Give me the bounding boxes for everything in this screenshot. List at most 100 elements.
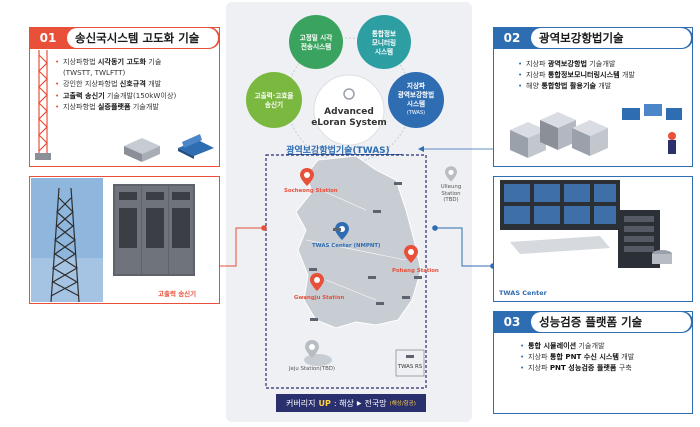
petal-precise-time: 고정밀 시각 전송시스템 — [289, 15, 343, 69]
twas-center-photo — [500, 180, 672, 268]
bullet-bold: 시각동기 고도화 — [97, 57, 147, 66]
korea-map — [265, 154, 427, 389]
section-number: 03 — [503, 315, 521, 329]
ulleung-label: Station — [441, 190, 461, 197]
bullet-text: 지상파 — [526, 70, 548, 80]
bullet-bold: 고출력 송신기 — [63, 90, 105, 100]
eloran-system-diagram: 고정밀 시각 전송시스템 통합정보 모니터링 시스템 지상파 광역보강항법 시스… — [246, 15, 444, 162]
station-socheong: Socheong Station — [284, 188, 338, 194]
petal-label: 고출력·고효율 — [255, 91, 294, 100]
bullet-text: 지상파항법 — [63, 101, 98, 111]
petal-label: 전송시스템 — [301, 42, 331, 51]
section-number: 02 — [503, 31, 521, 45]
coverage-up: UP — [318, 398, 331, 408]
bullet-bold: 신호규격 — [119, 79, 146, 89]
photo-caption-transmitter: 고출력 송신기 — [158, 290, 197, 298]
bullet-item: •고출력 송신기 기술개발(150kW이상) — [55, 90, 177, 100]
bullet-text: 구축 — [616, 363, 632, 373]
bullet-item: •지상파 PNT 성능검증 플랫폼 구축 — [520, 363, 632, 373]
ulleung-label: (TBD) — [443, 197, 459, 204]
bullet-bold: 통합 시뮬레이션 — [528, 341, 577, 350]
petal-sublabel: (TWAS) — [407, 110, 425, 116]
bullet-text: 기술개발 — [587, 59, 616, 68]
section-01-bullets: •지상파항법 시각동기 고도화 기술 (TWSTT, TWLFTT) •강인한 … — [55, 56, 218, 112]
bullet-bold: 광역보강항법 — [547, 59, 588, 68]
bullet-text: 강인한 지상파항법 — [63, 79, 120, 89]
bullet-text: 지상파 — [528, 352, 550, 362]
bullet-text: 해양 — [526, 81, 542, 91]
station-pohang: Pohang Station — [392, 268, 439, 274]
core-circle: Advanced eLoran System — [311, 74, 387, 146]
photo-caption-twas-center: TWAS Center — [499, 289, 547, 297]
section-02-bullets: •지상파 광역보강항법 기술개발 •지상파 통합정보모니터링시스템 개발 •해양… — [518, 58, 690, 92]
coverage-note: (해상/항공) — [389, 401, 416, 407]
coverage-sea: : 해상 — [333, 398, 354, 408]
bullet-text: 기술개발 — [576, 341, 605, 350]
bullet-item: •지상파 광역보강항법 기술개발 — [518, 59, 616, 68]
core-title: eLoran System — [311, 118, 387, 128]
bullet-bold: PNT 성능검증 플랫폼 — [549, 363, 617, 373]
bullet-text: 개발 — [145, 79, 162, 89]
jeju-marker — [305, 340, 319, 358]
section-title: 성능검증 플랫폼 기술 — [531, 312, 691, 332]
bullet-item: •강인한 지상파항법 신호규격 개발 — [55, 79, 162, 89]
bullet-item: •지상파항법 시각동기 고도화 기술 — [55, 57, 162, 66]
bullet-item: •해양 통합항법 활용기술 개발 — [518, 81, 612, 91]
bullet-text: 지상파 — [526, 59, 548, 68]
twas-rs-label: TWAS RS — [397, 364, 423, 370]
gwangju-marker — [310, 273, 324, 291]
section-number: 01 — [39, 31, 57, 45]
petal-monitoring: 통합정보 모니터링 시스템 — [357, 15, 411, 69]
station-gwangju: Gwangju Station — [294, 295, 345, 301]
bullet-text: 개발 — [596, 81, 612, 91]
petal-label: 지상파 — [407, 81, 426, 90]
bullet-item: (TWSTT, TWLFTT) — [55, 67, 218, 78]
petal-label: 시스템 — [375, 47, 393, 56]
petal-transmitter: 고출력·고효율 송신기 — [246, 72, 302, 128]
bullet-item: •지상파 통합 PNT 수신 시스템 개발 — [520, 352, 635, 362]
core-title: Advanced — [324, 107, 374, 117]
transmitter-building-icon — [124, 134, 214, 162]
section-title: 광역보강항법기술 — [531, 28, 691, 48]
transmitter-photo — [31, 178, 218, 302]
bullet-item: •통합 시뮬레이션 기술개발 — [520, 341, 605, 350]
reference-station-icons — [309, 182, 425, 377]
peninsula-shape — [295, 155, 422, 329]
section-title: 송신국시스템 고도화 기술 — [67, 28, 218, 48]
section-03-header: 03 성능검증 플랫폼 기술 — [493, 311, 693, 333]
station-twas-center: TWAS Center (NMPNT) — [312, 243, 381, 249]
section-01-header: 01 송신국시스템 고도화 기술 — [29, 27, 220, 49]
station-jeju: Jeju Station(TBD) — [288, 366, 336, 372]
bullet-text: 지상파항법 — [63, 57, 98, 66]
bullet-text: 기술개발(150kW이상) — [104, 90, 177, 100]
petal-label: 고정밀 시각 — [300, 33, 333, 42]
bullet-bold: 실증플랫폼 — [97, 101, 131, 111]
bullet-bold: 통합 PNT 수신 시스템 — [549, 352, 619, 362]
map-title: 광역보강항법기술(TWAS) — [286, 146, 390, 156]
coverage-nation: 전국망 — [364, 398, 387, 408]
bullet-text: 지상파 — [528, 363, 550, 373]
bullet-text: (TWSTT, TWLFTT) — [63, 68, 126, 78]
ulleung-label: Ulleung — [440, 184, 462, 190]
coverage-bar: 커버리지 UP : 해상 ▶ 전국망 (해상/항공) — [276, 394, 426, 412]
petal-label: 모니터링 — [372, 38, 396, 47]
bullet-bold: 통합정보모니터링시스템 — [547, 70, 620, 80]
socheong-marker — [300, 168, 314, 186]
petal-label: 광역보강항법 — [398, 90, 434, 99]
bullet-text: 기술 — [146, 57, 162, 66]
petal-twas: 지상파 광역보강항법 시스템 (TWAS) — [388, 72, 444, 128]
ulleung-marker — [445, 166, 457, 182]
bullet-text: 개발 — [619, 70, 635, 80]
arrow-icon: ▶ — [356, 399, 362, 407]
bullet-item: •지상파 통합정보모니터링시스템 개발 — [518, 70, 635, 80]
section-02-header: 02 광역보강항법기술 — [493, 27, 693, 49]
server-rack-icon — [510, 104, 682, 158]
gear-icon — [343, 88, 355, 100]
tower-icon — [35, 50, 51, 160]
twas-center-marker — [335, 222, 349, 240]
pohang-marker — [404, 245, 418, 263]
bullet-item: •지상파항법 실증플랫폼 기술개발 — [55, 101, 159, 111]
section-03-bullets: •통합 시뮬레이션 기술개발 •지상파 통합 PNT 수신 시스템 개발 •지상… — [520, 340, 690, 374]
bullet-text: 개발 — [618, 352, 635, 362]
bullet-text: 기술개발 — [130, 101, 159, 111]
